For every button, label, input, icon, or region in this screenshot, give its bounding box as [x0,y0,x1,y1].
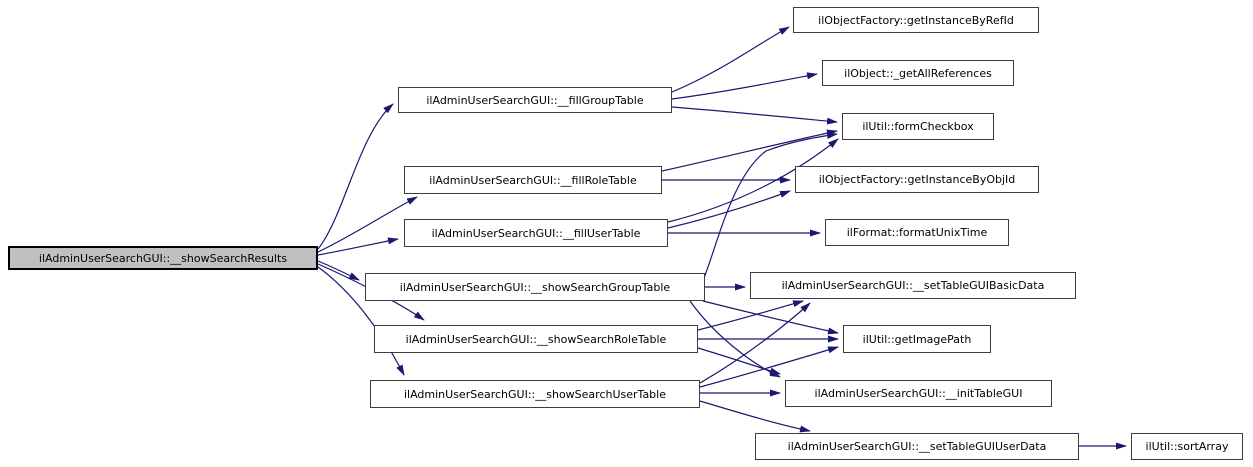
node-sort-array[interactable]: ilUtil::sortArray [1131,433,1243,460]
edge-showSearchUserTable-getImagePath [699,346,839,388]
edge-showSearchResults-fillGroupTable [317,103,394,250]
node-fill-role-table[interactable]: ilAdminUserSearchGUI::__fillRoleTable [404,166,662,194]
node-show-search-results[interactable]: ilAdminUserSearchGUI::__showSearchResult… [8,246,318,270]
edge-fillUserTable-formCheckbox [667,138,839,223]
node-set-table-gui-user-data[interactable]: ilAdminUserSearchGUI::__setTableGUIUserD… [755,433,1079,460]
edge-showSearchGroupTable-getImagePath [702,300,839,335]
node-get-instance-by-ref-id[interactable]: ilObjectFactory::getInstanceByRefId [793,7,1039,33]
node-format-unix-time[interactable]: ilFormat::formatUnixTime [825,219,1009,246]
node-fill-user-table[interactable]: ilAdminUserSearchGUI::__fillUserTable [404,219,668,247]
node-show-search-group-table[interactable]: ilAdminUserSearchGUI::__showSearchGroupT… [365,273,705,301]
node-init-table-gui[interactable]: ilAdminUserSearchGUI::__initTableGUI [785,380,1052,407]
edge-showSearchGroupTable-formCheckbox [703,132,838,279]
edge-showSearchRoleTable-setTableGUIBasicData [697,300,804,331]
edge-showSearchRoleTable-initTableGUI [697,347,781,375]
edge-showSearchResults-fillUserTable [317,237,399,256]
node-get-all-references[interactable]: ilObject::_getAllReferences [822,60,1014,86]
edge-showSearchResults-showSearchGroupTable [317,260,360,281]
edge-showSearchResults-fillRoleTable [317,196,418,253]
edge-showSearchUserTable-setTableGUIBasicData [699,302,811,384]
edge-fillUserTable-getInstanceByObjId [667,190,791,229]
node-get-instance-by-obj-id[interactable]: ilObjectFactory::getInstanceByObjId [795,166,1039,193]
node-get-image-path[interactable]: ilUtil::getImagePath [843,325,991,353]
edge-fillRoleTable-formCheckbox [661,129,838,172]
edge-fillGroupTable-formCheckbox [671,106,838,125]
node-show-search-role-table[interactable]: ilAdminUserSearchGUI::__showSearchRoleTa… [374,325,698,353]
node-form-checkbox[interactable]: ilUtil::formCheckbox [842,113,994,140]
node-fill-group-table[interactable]: ilAdminUserSearchGUI::__fillGroupTable [398,87,672,113]
edge-showSearchUserTable-setTableGUIUserData [699,400,811,433]
node-set-table-gui-basic-data[interactable]: ilAdminUserSearchGUI::__setTableGUIBasic… [750,272,1076,299]
edge-fillGroupTable-getAllReferences [671,72,818,100]
edge-showSearchResults-showSearchUserTable [317,266,405,376]
edge-fillGroupTable-getInstanceByRefId [671,26,790,93]
node-show-search-user-table[interactable]: ilAdminUserSearchGUI::__showSearchUserTa… [370,380,700,408]
